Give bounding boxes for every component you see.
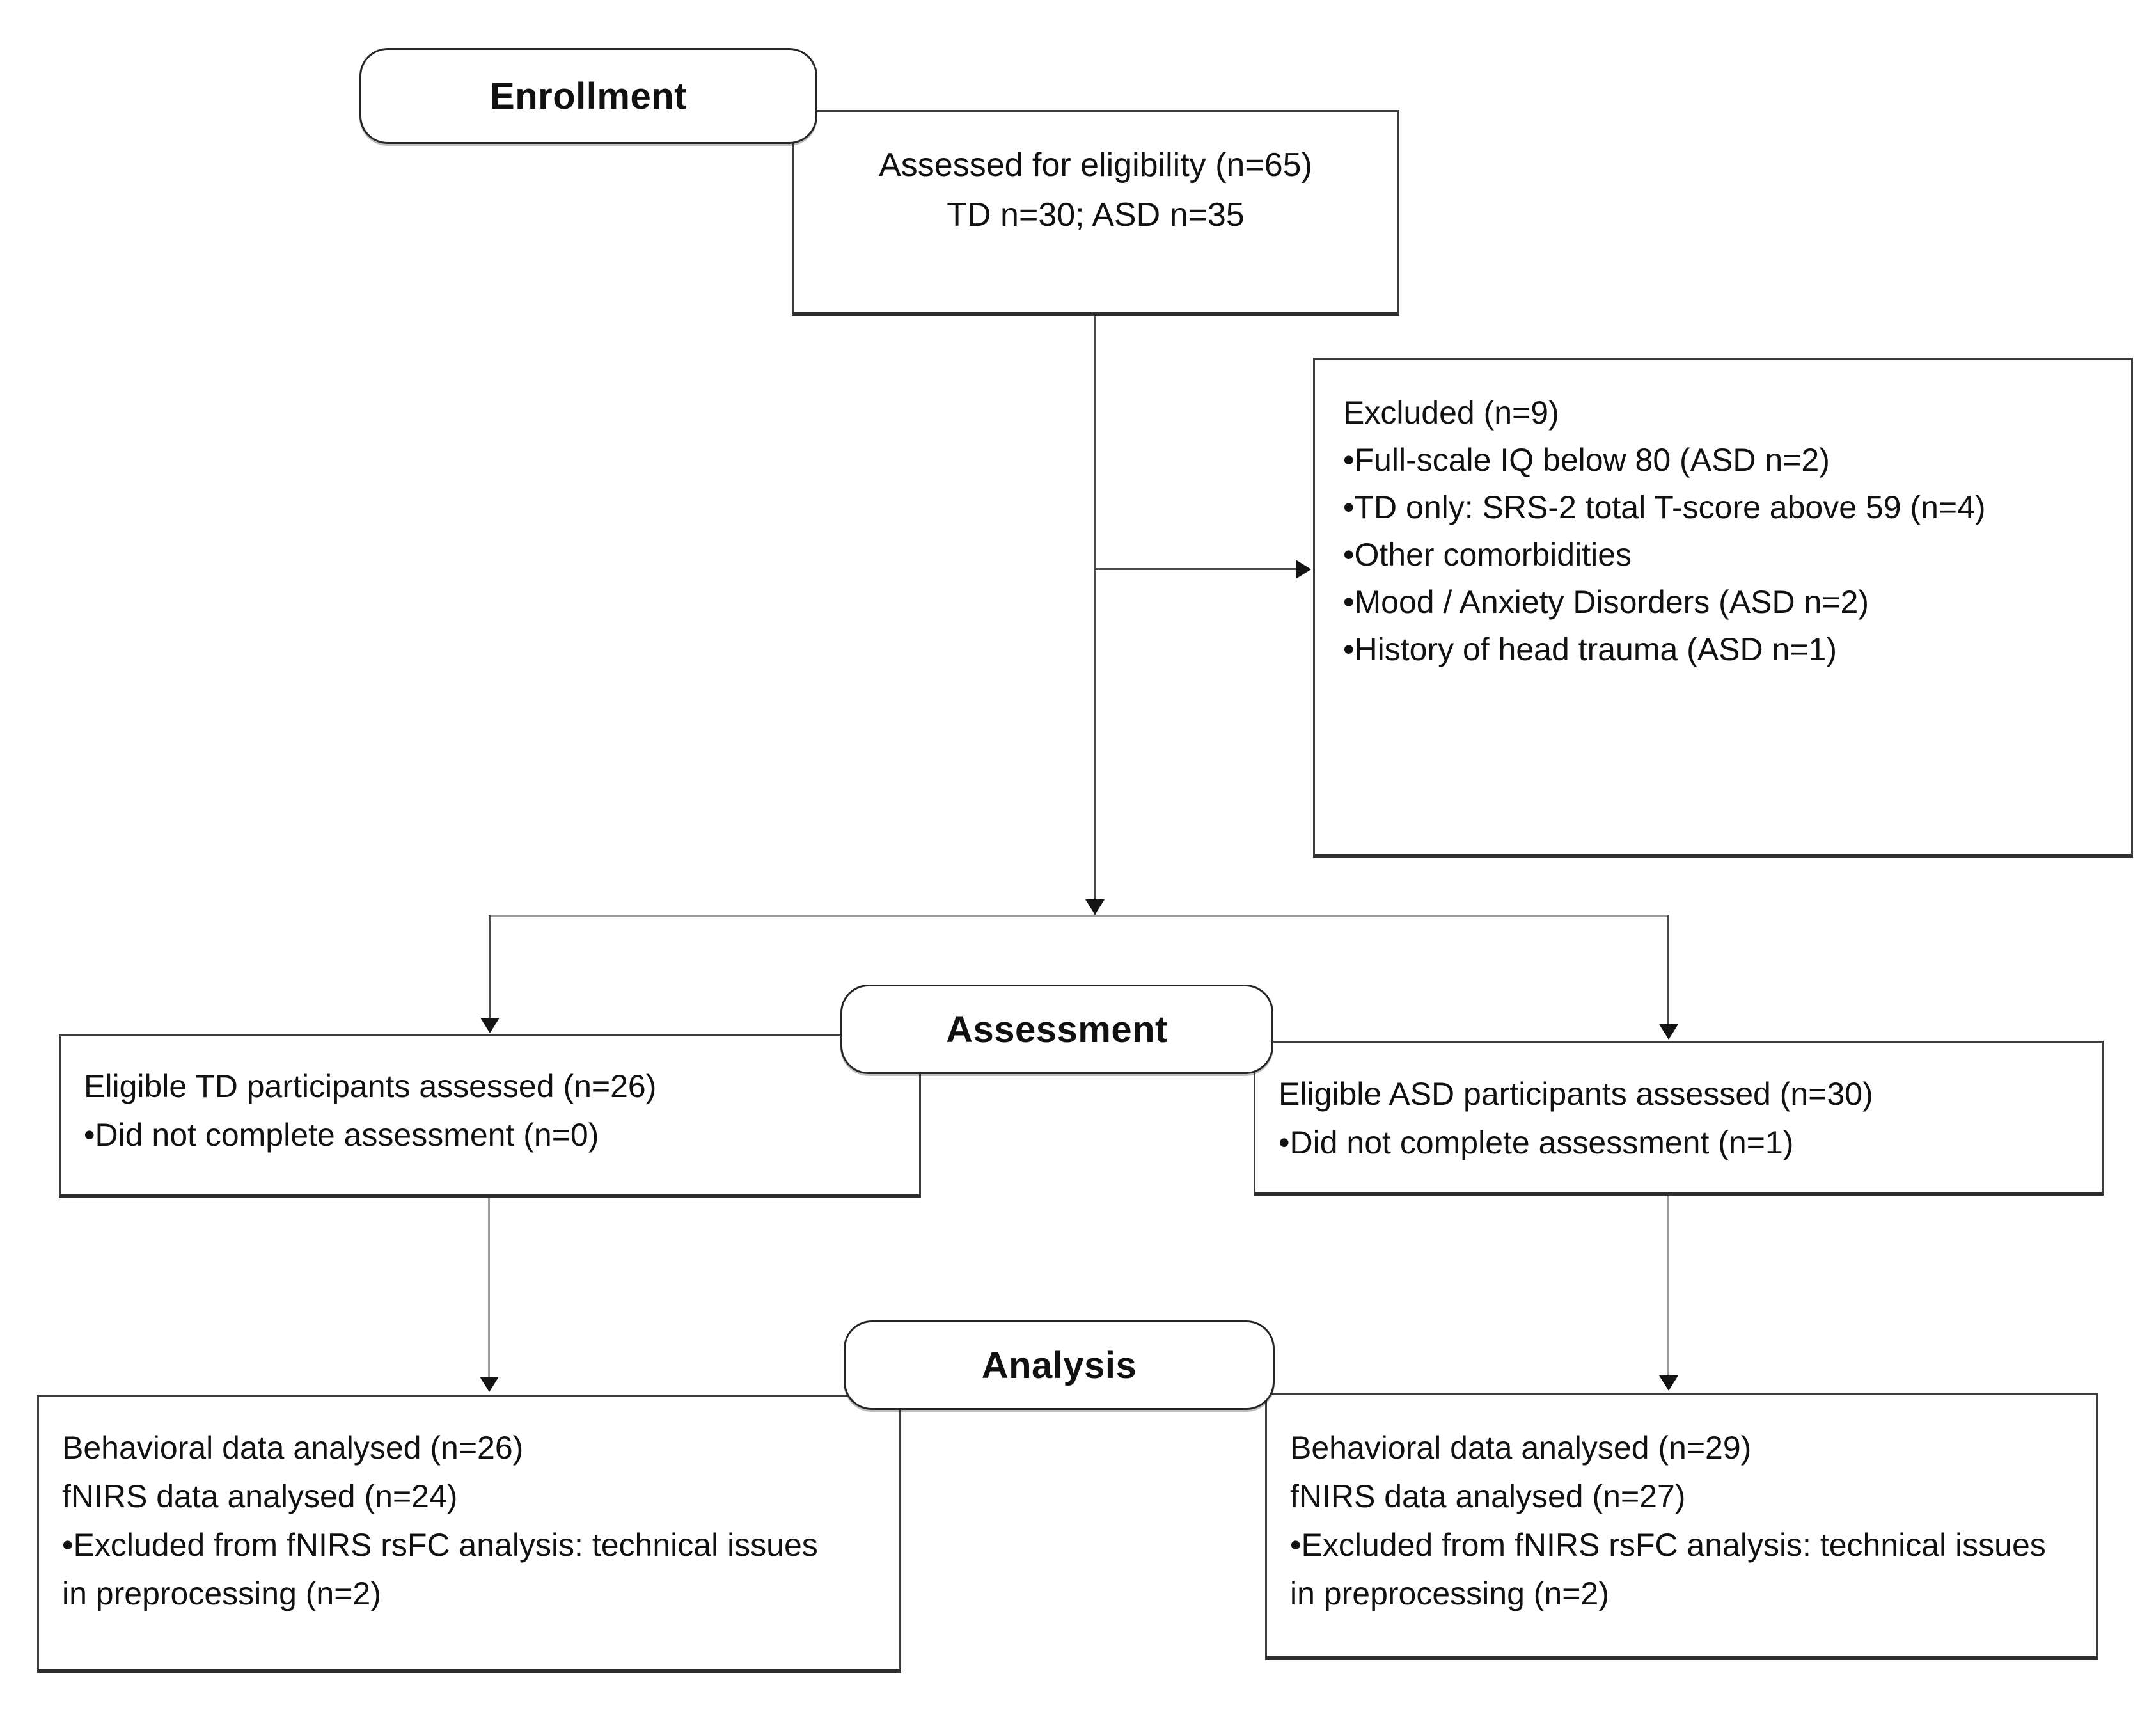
arrowhead-down-icon [480, 1018, 500, 1033]
asd-analysis-box: Behavioral data analysed (n=29) fNIRS da… [1265, 1393, 2098, 1660]
text-line: in preprocessing (n=2) [62, 1576, 381, 1611]
excluded-box: Excluded (n=9) •Full-scale IQ below 80 (… [1313, 358, 2133, 858]
text-line: •Mood / Anxiety Disorders (ASD n=2) [1343, 584, 1869, 620]
stage-enrollment: Enrollment [359, 48, 817, 144]
connector-splitter [489, 915, 1669, 917]
text-line: •Other comorbidities [1343, 537, 1632, 573]
arrowhead-down-icon [1085, 899, 1105, 915]
text-line: •Did not complete assessment (n=1) [1279, 1125, 1794, 1160]
connector-split-to-asd [1667, 915, 1669, 1025]
stage-assessment-label: Assessment [946, 1008, 1168, 1050]
connector-td-to-analysis [488, 1198, 490, 1378]
text-line: Behavioral data analysed (n=29) [1290, 1430, 1752, 1466]
text-line: Eligible ASD participants assessed (n=30… [1279, 1076, 1873, 1112]
td-analysis-box: Behavioral data analysed (n=26) fNIRS da… [37, 1395, 901, 1673]
td-assessed-box: Eligible TD participants assessed (n=26)… [59, 1034, 921, 1198]
text-line: •Did not complete assessment (n=0) [84, 1117, 599, 1153]
arrowhead-down-icon [1659, 1375, 1678, 1391]
stage-analysis-label: Analysis [981, 1344, 1137, 1386]
connector-eligibility-down [1094, 315, 1096, 915]
text-line: •Full-scale IQ below 80 (ASD n=2) [1343, 442, 1830, 478]
arrowhead-down-icon [480, 1377, 499, 1392]
text-line: •Excluded from fNIRS rsFC analysis: tech… [62, 1527, 818, 1563]
text-line: •Excluded from fNIRS rsFC analysis: tech… [1290, 1527, 2046, 1563]
connector-split-to-td [489, 915, 491, 1019]
text-line: Eligible TD participants assessed (n=26) [84, 1068, 657, 1104]
text-line: TD n=30; ASD n=35 [947, 196, 1245, 234]
text-line: Assessed for eligibility (n=65) [879, 146, 1312, 184]
stage-assessment: Assessment [840, 985, 1273, 1074]
asd-assessed-box: Eligible ASD participants assessed (n=30… [1254, 1041, 2104, 1196]
stage-analysis: Analysis [844, 1320, 1275, 1410]
eligibility-box: Assessed for eligibility (n=65) TD n=30;… [792, 110, 1399, 316]
text-line: Behavioral data analysed (n=26) [62, 1430, 524, 1466]
text-line: •TD only: SRS-2 total T-score above 59 (… [1343, 489, 1986, 525]
stage-enrollment-label: Enrollment [490, 75, 687, 117]
arrowhead-right-icon [1296, 560, 1311, 579]
connector-asd-to-analysis [1667, 1195, 1669, 1375]
arrowhead-down-icon [1659, 1024, 1678, 1040]
connector-to-excluded [1095, 568, 1297, 570]
text-line: Excluded (n=9) [1343, 395, 1559, 431]
text-line: fNIRS data analysed (n=27) [1290, 1478, 1686, 1514]
text-line: fNIRS data analysed (n=24) [62, 1478, 458, 1514]
text-line: in preprocessing (n=2) [1290, 1576, 1609, 1611]
text-line: •History of head trauma (ASD n=1) [1343, 631, 1837, 667]
